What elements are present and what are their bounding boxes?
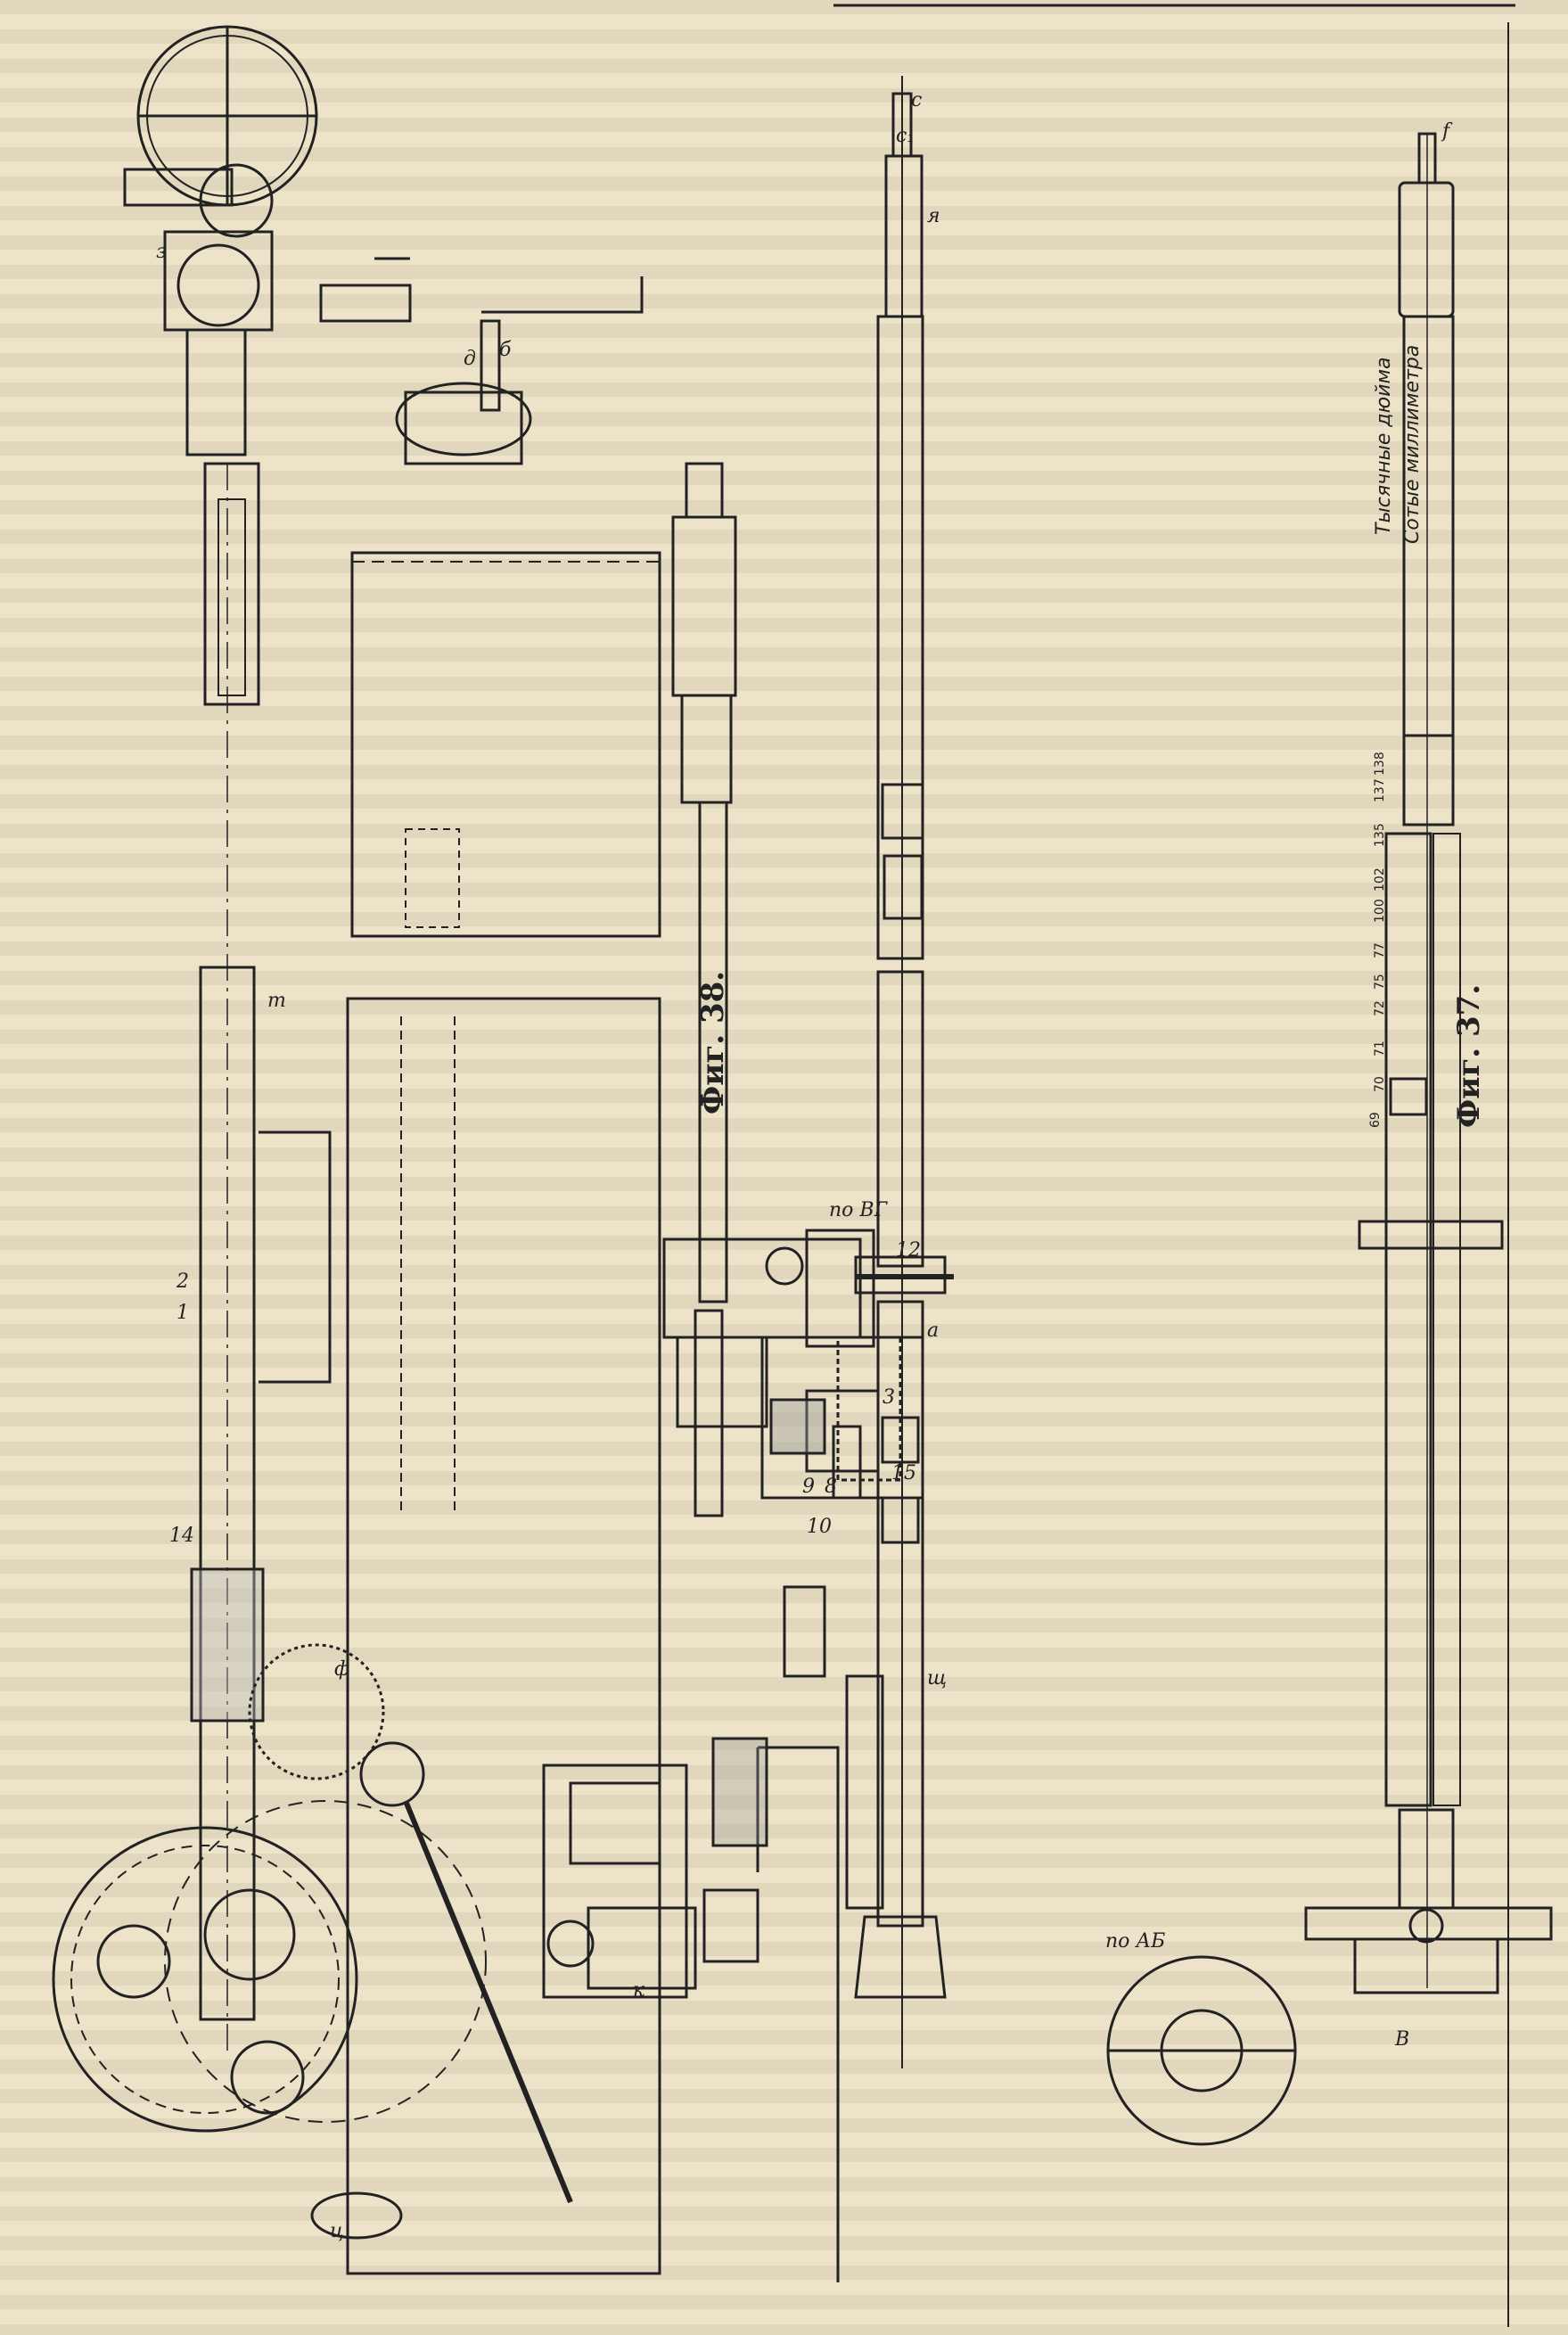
part-label: c <box>911 89 923 111</box>
fig38-drawing <box>52 25 759 2275</box>
scale-inch-label: Тысячные дюйма <box>1373 357 1395 535</box>
part-label: по ВГ <box>829 1199 888 1221</box>
part-label: а <box>927 1320 940 1342</box>
scale-tick: 69 <box>1368 1112 1383 1128</box>
part-label: 9 <box>802 1476 815 1498</box>
tube-upper <box>350 551 661 938</box>
handle <box>310 2191 403 2240</box>
feed-rod <box>259 1131 332 1384</box>
part-label: 8 <box>825 1476 837 1498</box>
hatched-gear <box>248 1643 385 1780</box>
scale-tick: 72 <box>1373 1000 1387 1016</box>
fig38-caption: Фиг. 38. <box>695 970 731 1114</box>
part-label: ф <box>334 1658 350 1681</box>
part-label: 14 <box>169 1525 194 1547</box>
part-label: 2 <box>177 1270 189 1293</box>
scale-tick: 75 <box>1373 974 1387 990</box>
scale-tick: 77 <box>1373 942 1387 958</box>
part-label: ц <box>330 2220 344 2242</box>
gear-housing <box>395 382 532 456</box>
part-label: д <box>464 348 476 370</box>
spindle-upper <box>203 462 260 706</box>
part-label: по АБ <box>1105 1930 1166 1953</box>
scale-tick: 135 <box>1373 823 1387 847</box>
scale-tick: 138 <box>1373 752 1387 776</box>
part-label: 3 <box>883 1386 895 1409</box>
scale-tick: 100 <box>1373 899 1387 923</box>
part-label: m <box>267 990 286 1012</box>
tube-lower <box>346 997 661 2275</box>
part-label: 1 <box>177 1302 189 1324</box>
part-label: 10 <box>807 1516 832 1538</box>
part-label: щ <box>927 1667 948 1690</box>
scale-bar <box>1384 832 1433 1807</box>
fig37-drawing-right <box>1304 132 1553 1994</box>
part-label: В <box>1395 2028 1410 2051</box>
scale-mm-label: Сотые миллиметра <box>1401 344 1424 544</box>
mechanism-housing <box>542 1764 688 1999</box>
lever <box>403 1799 573 2204</box>
large-gear <box>52 1826 358 2133</box>
part-label: 12 <box>896 1239 921 1262</box>
fig37-drawing-left <box>662 76 1297 2282</box>
scale-tick: 70 <box>1373 1076 1387 1092</box>
part-label: f <box>1442 120 1450 143</box>
scale-tick: 102 <box>1373 867 1387 892</box>
part-label: я <box>927 205 940 227</box>
part-label: к <box>633 1979 645 2002</box>
scale-tick: 71 <box>1373 1040 1387 1057</box>
part-label: з <box>156 241 167 263</box>
scale-tick: 137 <box>1373 778 1387 802</box>
part-label: 15 <box>891 1462 916 1484</box>
gauge-body <box>671 515 737 697</box>
micrometer-head <box>884 154 924 318</box>
fig37-caption: Фиг. 37. <box>1451 983 1487 1128</box>
part-label: c₁ <box>896 125 915 147</box>
part-label: б <box>499 339 512 361</box>
lever-knob <box>359 1741 425 1807</box>
